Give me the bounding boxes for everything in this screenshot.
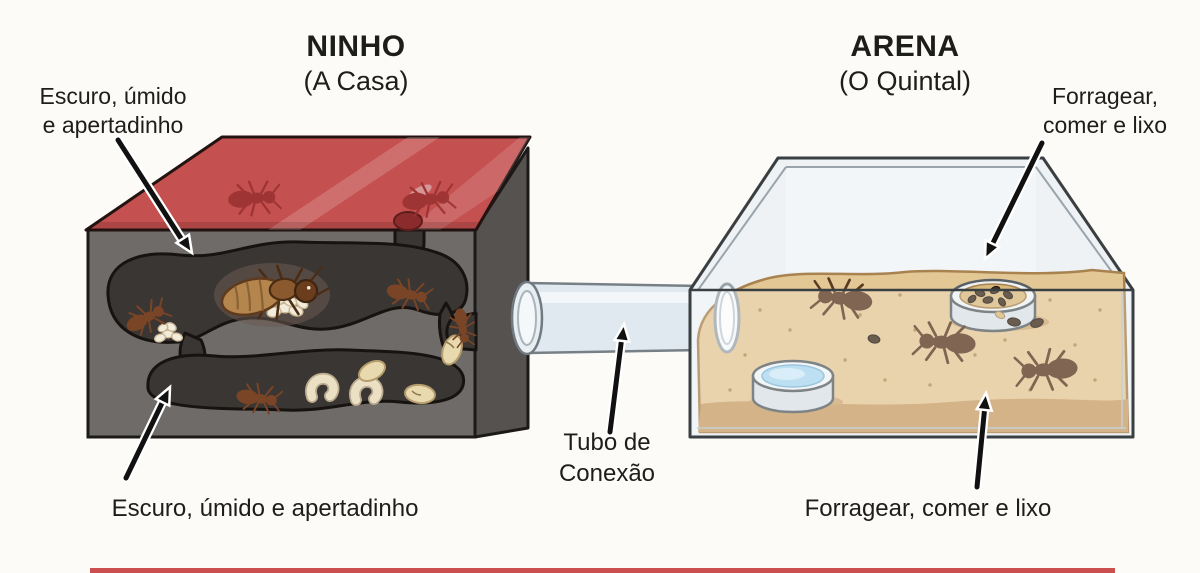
lid-alate-ant-icon [398, 178, 458, 222]
bottom-red-strip [90, 568, 1115, 573]
arena-back-wall [786, 167, 1036, 272]
nest-label-bottom: Escuro, úmido e apertadinho [111, 495, 419, 522]
scattered-seeds [867, 311, 1044, 344]
arena-title: ARENA [850, 30, 960, 63]
nest-lid [84, 135, 532, 232]
arrow-arena-top [983, 138, 1047, 262]
nest-title: NINHO [306, 30, 406, 63]
nest-label-top: Escuro, úmido e apertadinho [13, 82, 213, 141]
arena-label-top: Forragear, comer e lixo [1005, 82, 1200, 141]
connection-tube [510, 280, 704, 356]
queen-ant-icon [220, 264, 330, 320]
nest-box [84, 135, 532, 439]
arrow-tube [605, 320, 632, 437]
arena-label-top-line1: Forragear, [1051, 83, 1159, 109]
arena-subtitle: (O Quintal) [838, 66, 972, 96]
arena-box [688, 156, 1135, 439]
egg-pile-small [153, 322, 184, 343]
nest-subtitle: (A Casa) [303, 66, 409, 96]
larvae-icon [305, 372, 384, 406]
nest-entrance-hole [393, 211, 423, 231]
nest-label-top-line1: Escuro, úmido [39, 83, 187, 109]
water-dish [749, 359, 843, 414]
tube-label-line2: Conexão [558, 459, 656, 487]
arrow-arena-bottom [972, 389, 994, 492]
arrow-nest-bottom [121, 384, 172, 483]
tube-label-line1: Tubo de [563, 429, 651, 456]
tube-label: Tubo de Conexão [507, 428, 707, 489]
arena-label-top-line2: comer e lixo [1043, 112, 1167, 139]
annotation-arrows [113, 135, 1047, 492]
pupae-icon [358, 334, 463, 405]
arena-front-glass [693, 291, 1130, 434]
tube-port [713, 282, 741, 354]
arrow-nest-top [113, 135, 194, 256]
arena-label-bottom: Forragear, comer e lixo [804, 495, 1052, 522]
nest-label-top-line2: e apertadinho [42, 112, 184, 139]
